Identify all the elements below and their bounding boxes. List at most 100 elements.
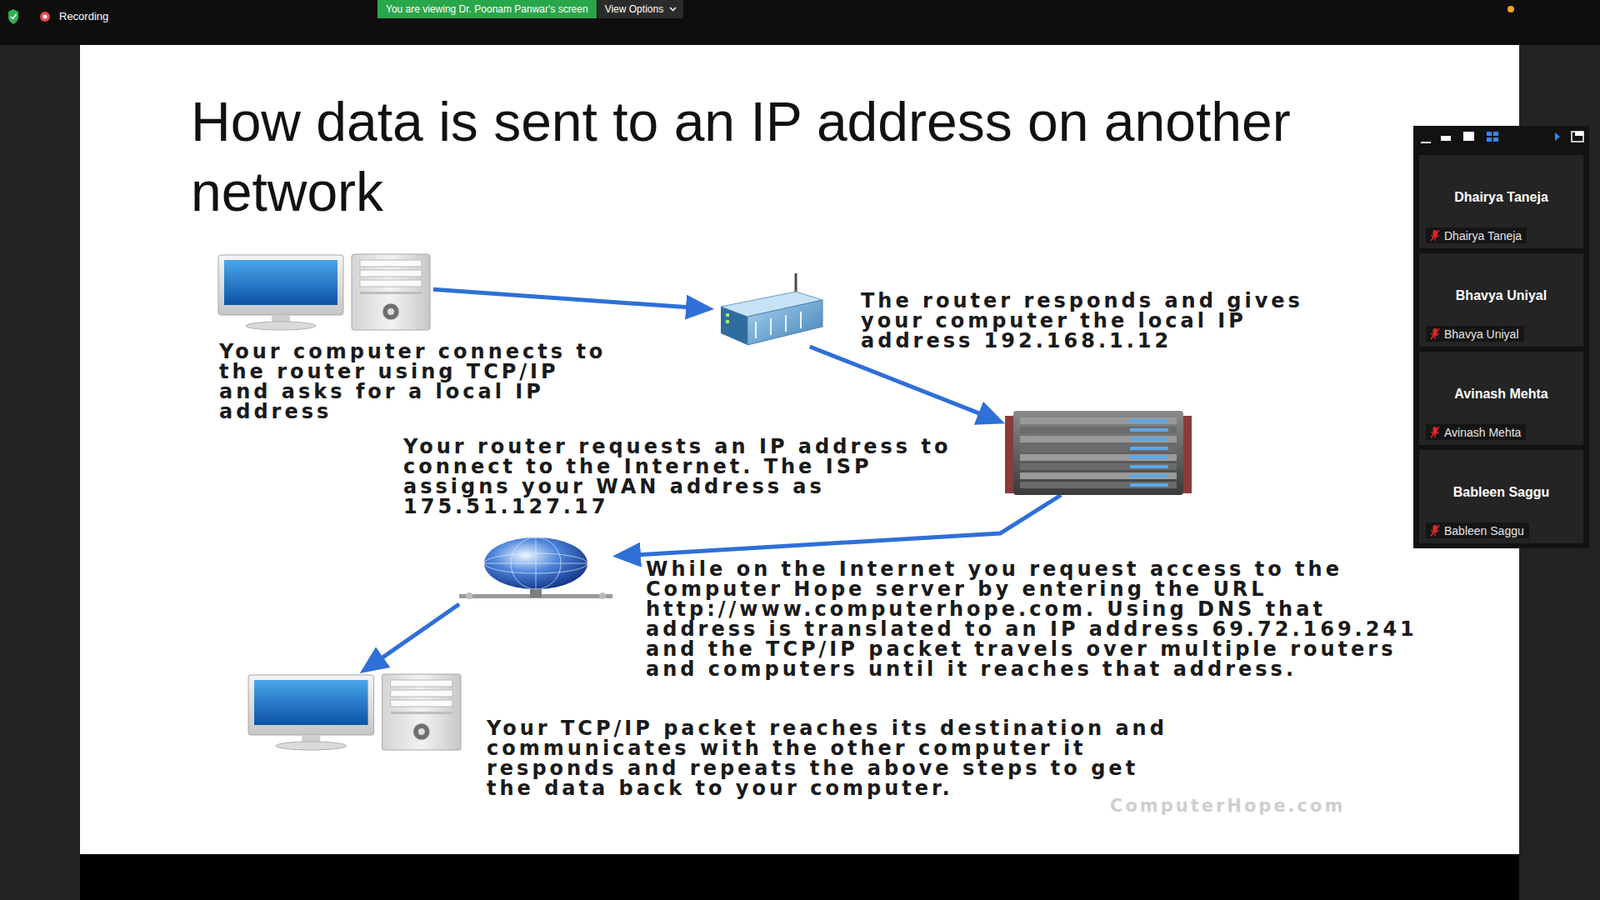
- computer-icon-part: [418, 728, 425, 735]
- server-icon-part: [1020, 445, 1177, 452]
- status-dot: [1507, 5, 1515, 13]
- computer-icon-part: [275, 741, 346, 750]
- server-icon-part: [1020, 435, 1177, 443]
- label-holder: Recording: [59, 10, 109, 23]
- security-check: [10, 14, 17, 20]
- network-step: The router responds and gives your compu…: [714, 271, 827, 347]
- speaker-view-icon: [1463, 131, 1475, 141]
- network-step: Your router requests an IP address to co…: [1005, 410, 1192, 495]
- server-icon-part: [1130, 446, 1169, 450]
- watermark-label: ComputerHope.com: [1110, 795, 1345, 816]
- step-description: The router responds and gives your compu…: [860, 290, 1370, 351]
- server-icon-part: [1013, 410, 1184, 495]
- participant-tile: Bhavya UniyalBhavya Uniyal: [1419, 253, 1584, 347]
- slide-ground: [80, 45, 1520, 855]
- router-icon-part: [755, 321, 757, 339]
- view-options-button: View Options: [597, 0, 684, 19]
- participant-label: Avinash Mehta: [1444, 425, 1521, 440]
- server-icon: [1005, 410, 1192, 495]
- computer-icon-part: [224, 260, 338, 305]
- computer-icon-part: [390, 700, 453, 707]
- participant-panel: [1413, 125, 1590, 549]
- flow-arrow: [629, 495, 1061, 555]
- muted-mic-icon-part: [1430, 328, 1440, 340]
- step-description: Your computer connects to the router usi…: [219, 341, 620, 422]
- server-icon-part: [1020, 426, 1177, 434]
- label-holder: ComputerHope.com: [1110, 795, 1345, 816]
- network-step: While on the Internet you request access…: [459, 535, 613, 605]
- name-holder: Dhairya Taneja: [1419, 190, 1584, 205]
- name-tag: Bhavya Uniyal: [1425, 325, 1525, 342]
- participant-tile: Bableen SagguBableen Saggu: [1419, 450, 1584, 544]
- computer-icon-part: [360, 260, 422, 267]
- router-icon-part: [770, 318, 772, 335]
- computer-icon-part: [390, 680, 453, 687]
- recording-dot-core: [43, 15, 48, 20]
- flow-arrow: [810, 346, 990, 418]
- step-text-holder: While on the Internet you request access…: [645, 559, 1430, 680]
- muted-mic-icon: [1430, 229, 1440, 242]
- fullscreen-icon: [1575, 131, 1584, 136]
- participant-label: Bhavya Uniyal: [1444, 327, 1520, 341]
- server-icon-part: [1130, 428, 1169, 432]
- security-shield: [8, 9, 19, 25]
- router-icon-part: [800, 311, 802, 329]
- computer-icon-part: [245, 321, 316, 330]
- name-holder: Bhavya Uniyal: [1419, 288, 1584, 304]
- step-text-holder: Your router requests an IP address to co…: [403, 436, 987, 517]
- strip-view-icon: [1440, 135, 1451, 141]
- gallery-view-icon: [1493, 137, 1499, 142]
- participant-tile: Avinash MehtaAvinash Mehta: [1419, 351, 1584, 445]
- globe-icon-part: [599, 592, 606, 600]
- dropdown-chevron-part: [670, 7, 676, 11]
- step-text-holder: Your TCP/IP packet reaches its destinati…: [486, 718, 1195, 799]
- flow-arrow: [373, 604, 460, 665]
- gallery-view-icon: [1486, 131, 1492, 136]
- slide-title: How data is sent to an IP address on ano…: [190, 86, 1491, 227]
- router-icon-part: [785, 315, 787, 332]
- server-icon-part: [1020, 481, 1177, 489]
- banner-text: You are viewing Dr. Poonam Panwar's scre…: [385, 3, 589, 15]
- page-arrow-icon: [1555, 132, 1560, 141]
- title-holder: How data is sent to an IP address on ano…: [190, 86, 1491, 227]
- recording-dot: [40, 11, 50, 22]
- name-tag: Bableen Saggu: [1425, 522, 1530, 539]
- globe-icon-part: [465, 592, 473, 600]
- computer-icon-part: [382, 674, 461, 750]
- computer-icon-part: [413, 723, 430, 740]
- router-icon-part: [747, 300, 823, 345]
- server-icon-part: [1130, 483, 1169, 487]
- computer-icon-part: [360, 270, 422, 277]
- step-description: Your TCP/IP packet reaches its destinati…: [486, 718, 1195, 799]
- computer-icon-part: [218, 255, 344, 315]
- recording-label: Recording: [59, 10, 109, 23]
- muted-mic-icon: [1430, 524, 1440, 537]
- minimize-icon: [1420, 141, 1431, 144]
- network-step: Your TCP/IP packet reaches its destinati…: [246, 673, 465, 752]
- computer-icon-part: [360, 280, 422, 287]
- network-step: Your computer connects to the router usi…: [216, 253, 434, 332]
- gallery-view-icon: [1493, 131, 1499, 136]
- computer-icon: [246, 673, 465, 752]
- computer-icon-part: [390, 690, 453, 697]
- computer-icon-part: [254, 680, 369, 725]
- participant-label: Dhairya Taneja: [1444, 229, 1522, 243]
- participant-tile: Dhairya TanejaDhairya Taneja: [1419, 155, 1584, 249]
- name-holder: Bableen Saggu: [1419, 485, 1584, 500]
- step-description: While on the Internet you request access…: [645, 559, 1430, 680]
- name-tag: Dhairya Taneja: [1425, 227, 1527, 244]
- participant-name: Dhairya Taneja: [1454, 190, 1549, 205]
- computer-icon-part: [248, 675, 375, 735]
- server-icon-part: [1130, 474, 1169, 478]
- server-icon-part: [1130, 465, 1169, 469]
- muted-mic-icon-part: [1430, 426, 1440, 438]
- router-icon-part: [720, 306, 748, 345]
- screen-share-banner: You are viewing Dr. Poonam Panwar's scre…: [377, 0, 597, 19]
- server-icon-part: [1130, 455, 1169, 460]
- step-description: Your router requests an IP address to co…: [403, 436, 987, 517]
- step-text-holder: The router responds and gives your compu…: [860, 290, 1370, 351]
- server-icon-part: [1020, 417, 1177, 425]
- computer-icon-part: [382, 303, 400, 320]
